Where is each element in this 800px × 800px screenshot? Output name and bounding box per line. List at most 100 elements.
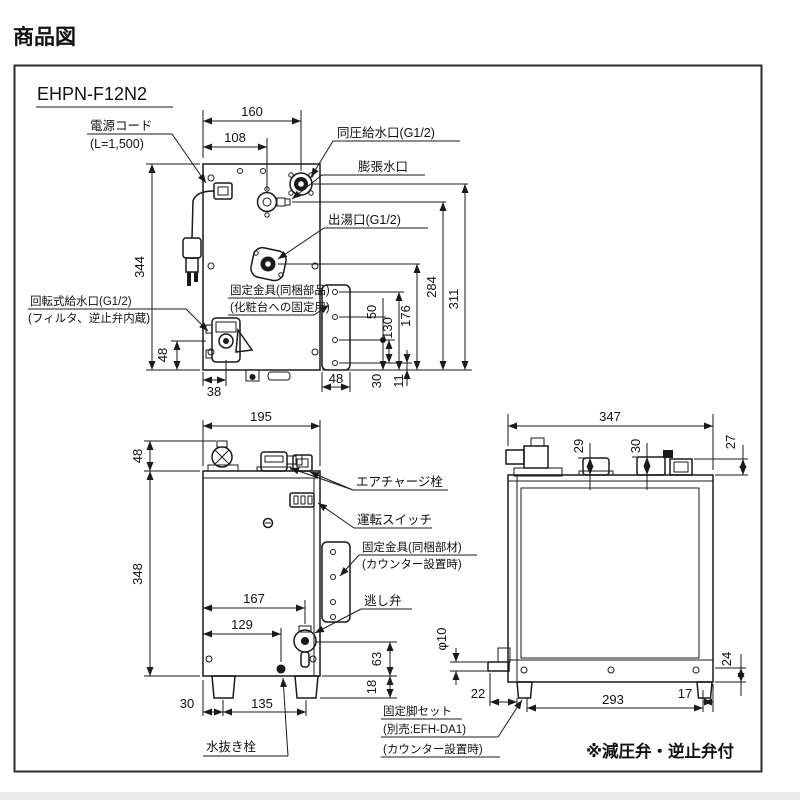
inlet-label: 同圧給水口(G1/2) <box>337 126 435 140</box>
dim-176-value: 176 <box>398 305 413 327</box>
dim-195-value: 195 <box>250 409 272 424</box>
dim-dia10-value: φ10 <box>434 628 449 651</box>
dim-108-value: 108 <box>224 130 246 145</box>
drain-plug-dot <box>276 664 286 674</box>
dim-344-value: 344 <box>132 256 147 278</box>
dim-48-bracket: 48 <box>321 371 351 392</box>
dim-22-293-17: 22 293 17 <box>471 673 714 712</box>
expansion-port <box>256 186 291 218</box>
dim-129: 129 <box>203 617 282 662</box>
dim-29-value: 29 <box>571 439 586 453</box>
page-bottom-edge <box>0 792 800 800</box>
dim-48-bracket-value: 48 <box>329 371 343 386</box>
rotary-inlet-label: 回転式給水口(G1/2) <box>30 294 132 308</box>
dim-38: 38 <box>202 360 227 399</box>
label-rotary-inlet: 回転式給水口(G1/2) (フィルタ、逆止弁内蔵) <box>28 294 209 332</box>
rotary-inlet-note: (フィルタ、逆止弁内蔵) <box>28 311 150 325</box>
bracket-label: 固定金具(同梱部品) <box>230 283 330 297</box>
leg-set-note: (カウンター設置時) <box>383 742 483 756</box>
label-bracket-front: 固定金具(同梱部材) (カウンター設置時) <box>339 540 477 577</box>
label-relief-valve: 逃し弁 <box>314 593 412 634</box>
drain-pipe <box>487 661 510 672</box>
dim-348-value: 348 <box>130 563 145 585</box>
page-title: 商品図 <box>13 25 76 49</box>
dim-195: 195 <box>202 409 321 466</box>
dim-right-cluster: 50 130 176 284 311 30 11 <box>278 183 472 388</box>
dim-48-rotary: 48 <box>155 340 206 370</box>
dim-17-value: 17 <box>678 686 692 701</box>
front-leg-left <box>211 675 236 699</box>
dim-311-value: 311 <box>446 289 461 310</box>
bracket-use: (化粧台への固定用) <box>230 300 330 314</box>
side-leg-left <box>516 681 533 699</box>
dim-30-side: 30 <box>628 439 654 490</box>
switch-label: 運転スイッチ <box>357 513 432 527</box>
dim-38-value: 38 <box>207 384 221 399</box>
leg-set-label: 固定脚セット <box>383 704 452 718</box>
dim-30-135: 30 135 <box>180 680 307 716</box>
dim-dia10: φ10 <box>434 628 487 685</box>
dim-27-value: 27 <box>723 435 738 449</box>
relief-valve <box>293 625 317 668</box>
operation-switch <box>289 492 315 508</box>
hot-water-outlet-port <box>250 246 287 282</box>
dim-27: 27 <box>694 435 748 476</box>
dim-30-value: 30 <box>369 374 384 388</box>
dim-347: 347 <box>507 409 714 470</box>
air-charge-valve <box>207 440 239 472</box>
dim-48-front-value: 48 <box>130 449 145 463</box>
label-power-cord: 電源コード (L=1,500) <box>87 119 207 184</box>
label-bracket-topview: 固定金具(同梱部品) (化粧台への固定用) <box>228 283 330 316</box>
dim-24: 24 <box>715 652 746 696</box>
top-fitting-right <box>292 454 313 472</box>
label-leg-set: 固定脚セット (別売:EFH-DA1) (カウンター設置時) <box>381 699 523 758</box>
leg-set-model: (別売:EFH-DA1) <box>383 723 466 736</box>
dim-108: 108 <box>203 130 268 190</box>
dim-11-value: 11 <box>391 374 406 388</box>
label-switch: 運転スイッチ <box>317 502 432 529</box>
relief-valve-label: 逃し弁 <box>364 593 402 608</box>
outlet-label: 出湯口(G1/2) <box>328 213 401 227</box>
dim-63-18: 63 18 <box>316 641 397 699</box>
front-leg-right <box>294 675 319 699</box>
front-view: 195 48 348 167 129 63 1 <box>130 409 477 757</box>
dim-160: 160 <box>202 104 302 171</box>
dim-348: 348 <box>130 471 200 677</box>
dim-167: 167 <box>203 591 306 624</box>
side-view: 347 29 30 27 φ10 <box>381 409 748 758</box>
power-cord <box>182 182 233 286</box>
side-leg-right <box>696 681 713 699</box>
dim-30-front-value: 30 <box>180 696 194 711</box>
dim-50-value: 50 <box>364 305 379 319</box>
dim-344: 344 <box>132 163 200 371</box>
model-number-text: EHPN-F12N2 <box>37 84 147 104</box>
air-charge-label: エアチャージ栓 <box>356 474 443 489</box>
power-cord-length: (L=1,500) <box>90 137 144 151</box>
dim-130-value: 130 <box>380 317 395 339</box>
label-air-charge: エアチャージ栓 <box>289 467 448 491</box>
label-drain-plug: 水抜き栓 <box>203 677 289 757</box>
label-outlet: 出湯口(G1/2) <box>277 213 428 260</box>
drain-plug-label: 水抜き栓 <box>206 739 257 754</box>
dim-22-value: 22 <box>471 686 485 701</box>
dim-347-value: 347 <box>599 409 621 424</box>
dim-135-value: 135 <box>251 696 273 711</box>
expansion-label: 膨張水口 <box>358 160 408 174</box>
dim-160-value: 160 <box>241 104 263 119</box>
label-expansion: 膨張水口 <box>291 160 425 200</box>
dim-129-value: 129 <box>231 617 253 632</box>
label-inlet: 同圧給水口(G1/2) <box>310 126 460 178</box>
dim-24-value: 24 <box>719 652 734 666</box>
dim-30-side-value: 30 <box>628 439 643 453</box>
unit-body-back <box>202 163 321 382</box>
bracket-front-label: 固定金具(同梱部材) <box>362 540 462 554</box>
footnote-valves: ※減圧弁・逆止弁付 <box>586 741 735 761</box>
top-view: 160 108 344 48 38 48 <box>28 104 472 399</box>
dim-293-value: 293 <box>602 692 624 707</box>
dim-18-value: 18 <box>364 680 379 694</box>
dim-48-side-value: 48 <box>155 348 170 362</box>
model-number: EHPN-F12N2 <box>36 84 173 108</box>
dim-48-front: 48 <box>130 440 216 472</box>
